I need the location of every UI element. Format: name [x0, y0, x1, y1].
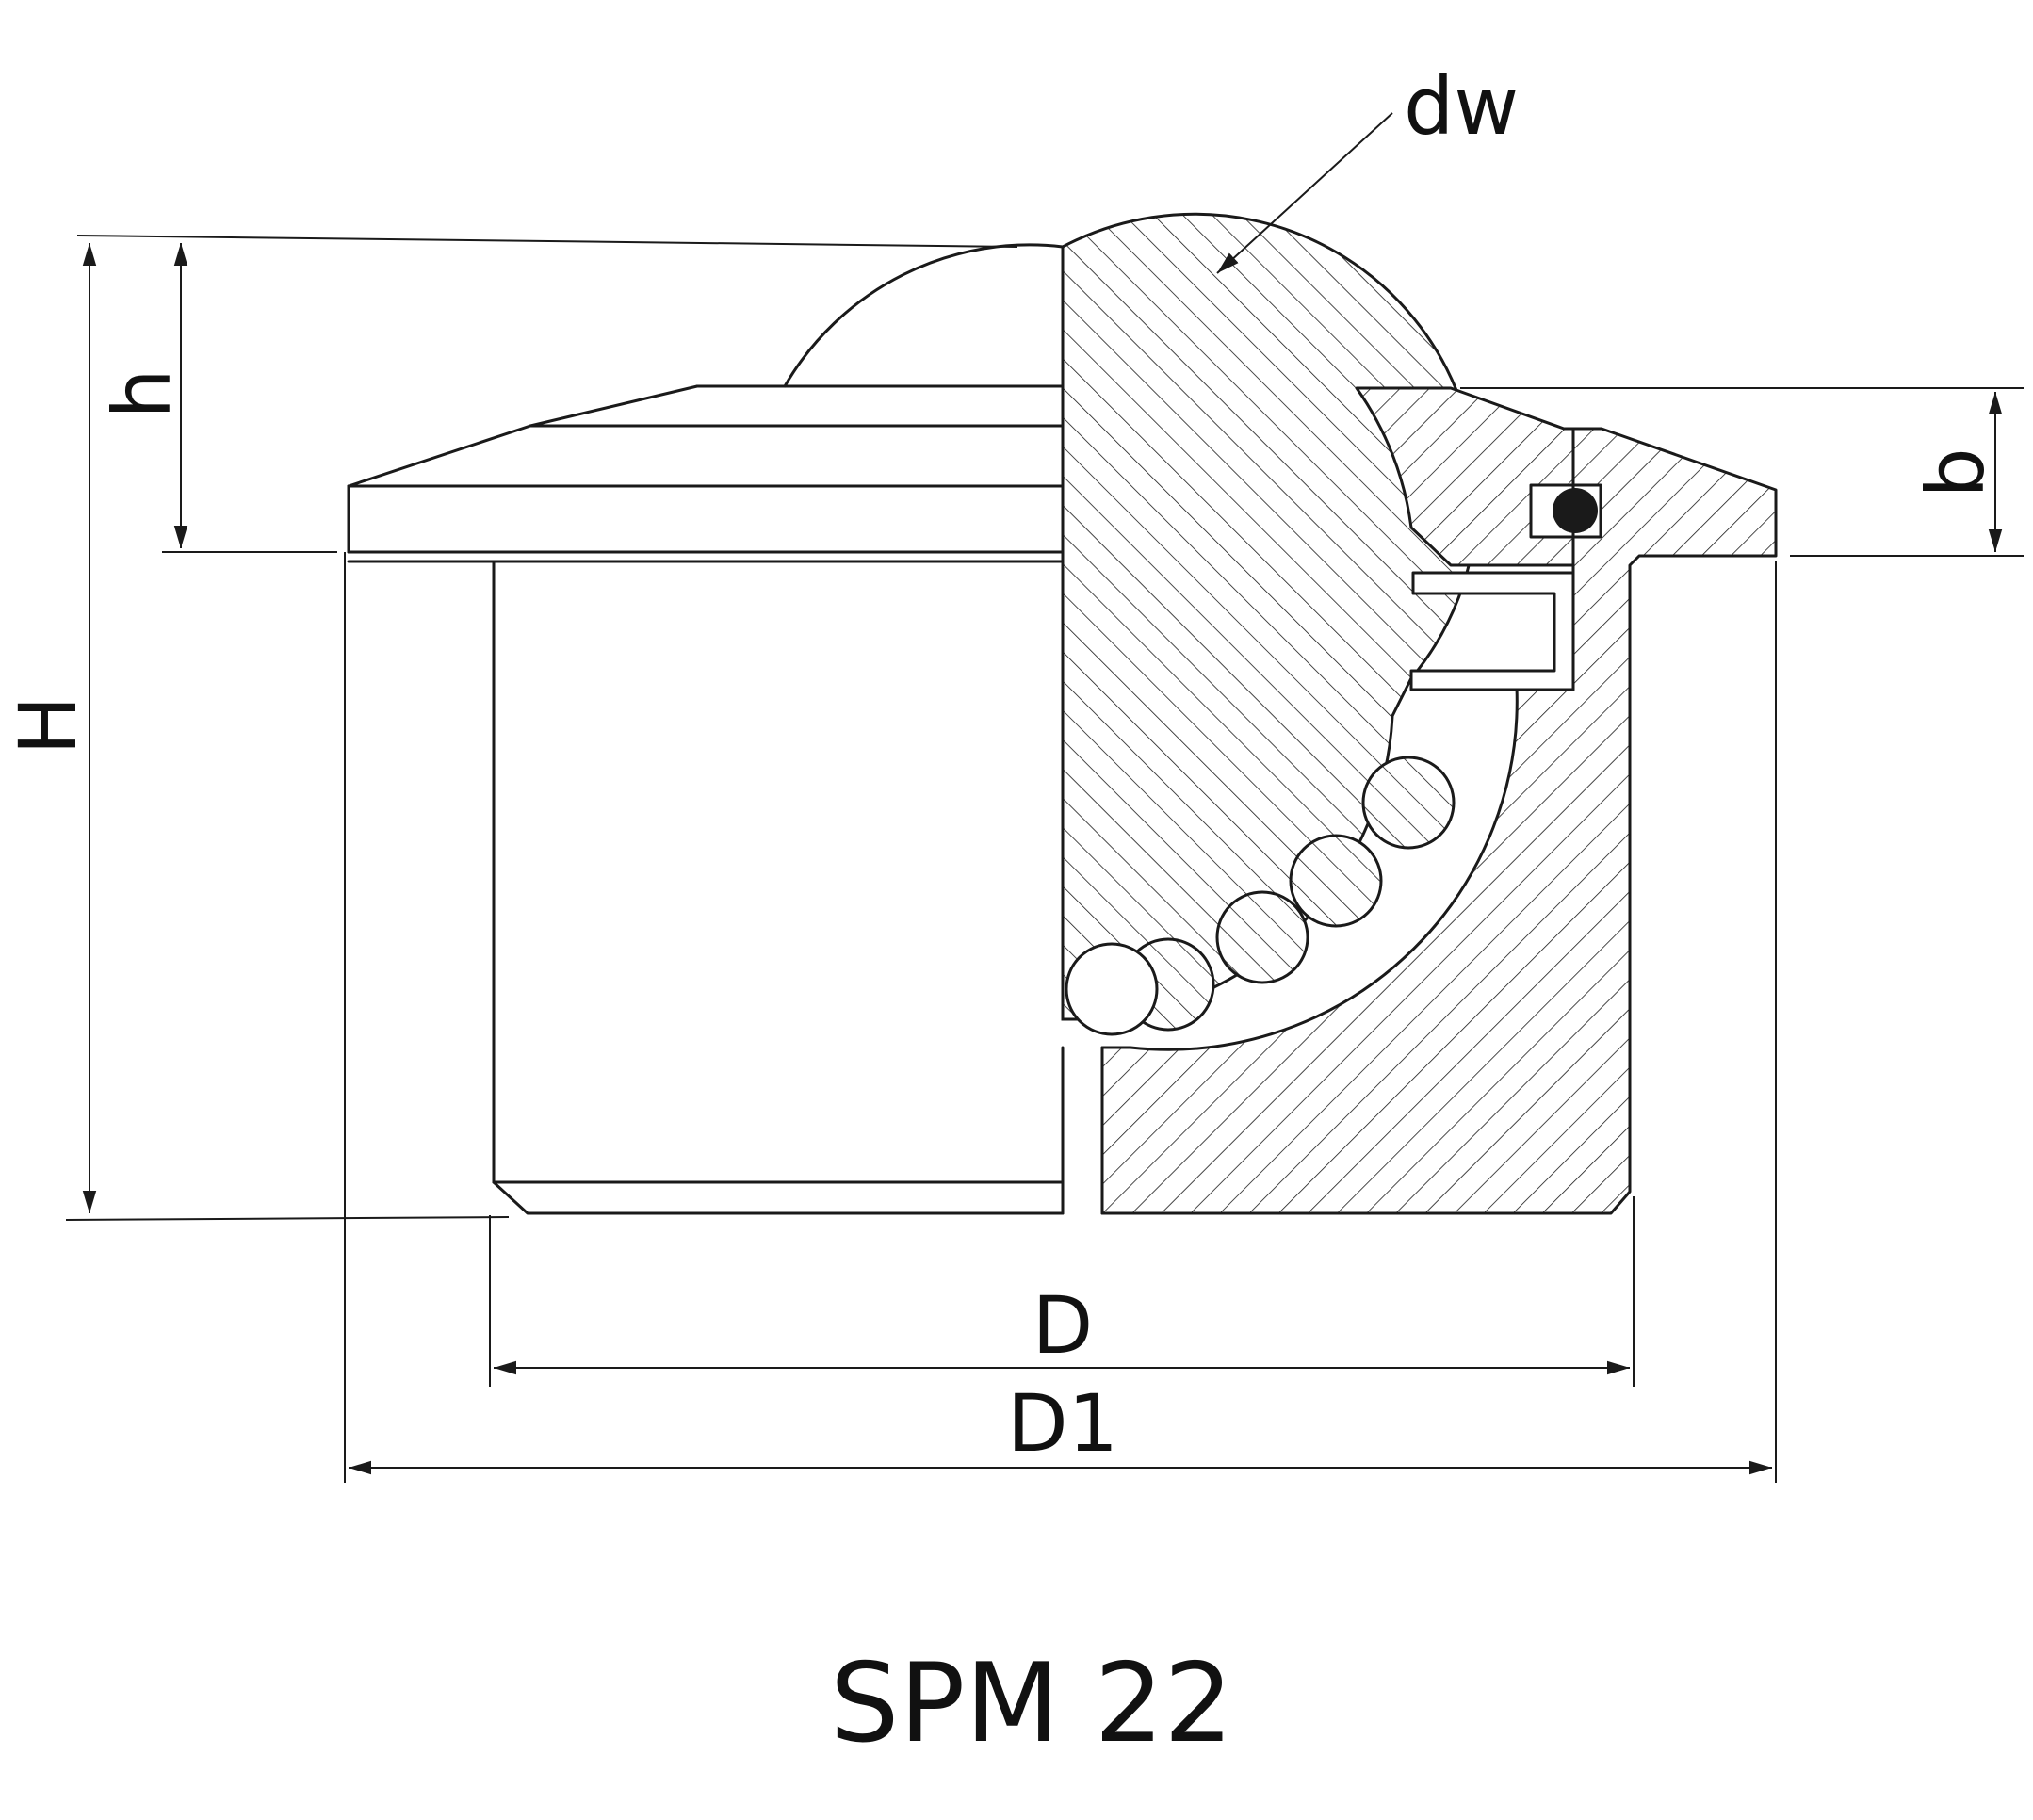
seal-o-ring: [1553, 488, 1598, 533]
support-balls: [1065, 756, 1456, 1036]
label-h: h: [96, 368, 188, 418]
label-dw: dw: [1404, 60, 1519, 153]
model-title: SPM 22: [830, 1640, 1233, 1767]
label-H: H: [2, 695, 94, 755]
housing-left-outline: [347, 384, 1104, 1215]
dimension-dw: dw: [1216, 60, 1519, 274]
support-ball: [1215, 890, 1309, 984]
label-D1: D1: [1007, 1377, 1118, 1470]
dimension-D1: D1: [344, 552, 1777, 1483]
support-ball: [1289, 834, 1383, 928]
dimension-h: h: [96, 243, 337, 553]
dimension-D: D: [489, 1196, 1635, 1387]
support-ball: [1065, 942, 1159, 1036]
support-ball: [1361, 756, 1456, 850]
label-D: D: [1033, 1279, 1094, 1372]
dimension-H: H: [2, 235, 1018, 1221]
dimension-b: b: [1460, 387, 2024, 557]
housing-right-section: [1100, 386, 1778, 1215]
label-b: b: [1910, 447, 2002, 497]
